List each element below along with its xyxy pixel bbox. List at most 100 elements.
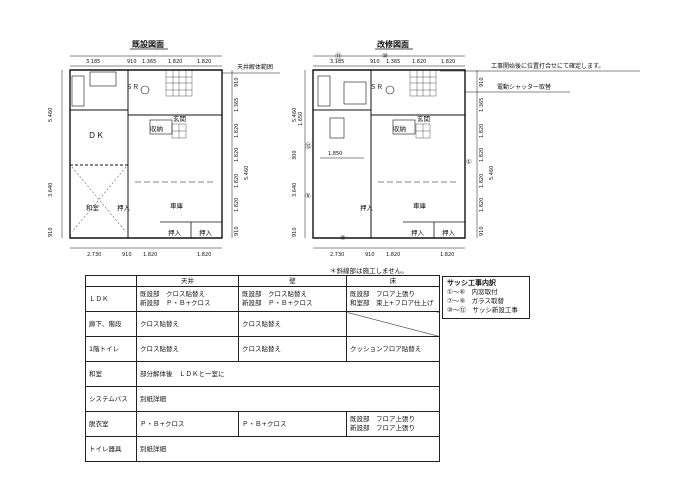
spec-row: 廊下、階段 クロス貼替え クロス貼替え (85, 311, 440, 337)
dim-top: 1.820 (441, 59, 455, 65)
hatch-note: ＊斜線部は施工しません。 (330, 267, 408, 275)
existing-title: 既設図面 (132, 39, 164, 49)
dim-left: 3.640 (292, 183, 298, 197)
dim-top: 3.185 (330, 59, 344, 65)
dim-left: 1.650 (298, 112, 304, 126)
room-oshiire-label: 押入 (360, 203, 374, 212)
existing-plan: 既設図面 3.185 910 1.365 1.820 1.820 ＳＲ 収納 玄… (48, 39, 280, 258)
dim-right: 1.820 (234, 148, 240, 162)
dim-right: 910 (479, 77, 485, 87)
spec-cell: クッションフロア貼替え (346, 336, 440, 362)
spec-cell: クロス貼替え (136, 336, 239, 362)
dim-bottom: 2.730 (87, 252, 101, 258)
spec-cell-span: 別紙詳細 (136, 386, 440, 412)
room-oshiire-label: 押入 (411, 228, 425, 237)
sash-title: サッシ工事内訳 (447, 279, 496, 287)
dim-right-total: 5.460 (244, 166, 250, 180)
room-storage-label: 収納 (393, 124, 406, 133)
dim-bottom: 1.820 (197, 252, 211, 258)
room-oshiire-label: 押入 (168, 228, 182, 237)
dim-left: 5.460 (292, 108, 298, 122)
dim-right: 1.820 (234, 124, 240, 138)
spec-header-row: 天井 壁 床 (85, 275, 440, 287)
room-storage-label: 収納 (150, 124, 163, 133)
dim-bottom: 910 (365, 252, 375, 258)
spec-header: 天井 (136, 275, 239, 287)
spec-row-label: 廊下、階段 (85, 311, 137, 337)
sash-line: ⑩～⑫ サッシ新設工事 (447, 306, 518, 314)
renovation-plan: 改修図面 3.185 910 1.365 1.820 1.820 ＳＲ 収納 玄… (292, 39, 640, 258)
dim-left: 3.640 (48, 183, 54, 197)
room-garage-label: 車庫 (170, 201, 184, 210)
spec-cell-span: 別紙詳細 (136, 436, 440, 462)
spec-cell: クロス貼替え (238, 311, 347, 337)
dim-right: 1.820 (479, 174, 485, 188)
dim-right: 910 (234, 77, 240, 87)
room-oshiire-label: 押入 (117, 203, 131, 212)
spec-cell: Ｐ・Ｂ+クロス (136, 411, 239, 437)
marker: ⑥ (340, 234, 346, 242)
room-bath-label: ＳＲ (370, 83, 383, 91)
spec-row: 和室 部分解体後 ＬＤＫと一室に (85, 361, 440, 387)
spec-row: 脱衣室 Ｐ・Ｂ+クロス Ｐ・Ｂ+クロス 既設部 フロア上張り 新設部 フロア上張… (85, 411, 440, 437)
spec-row-label: 1階トイレ (85, 336, 137, 362)
dim-inner: 1.850 (328, 151, 342, 157)
marker: ⑪ (335, 52, 342, 60)
dim-left: 300 (292, 150, 298, 160)
dim-bottom: 1.820 (143, 252, 157, 258)
dim-bottom: 1.820 (440, 252, 454, 258)
dim-right: 910 (479, 226, 485, 236)
spec-header: 壁 (238, 275, 347, 287)
dim-top: 1.365 (386, 59, 400, 65)
dim-top: 1.365 (142, 59, 156, 65)
dim-bottom: 1.820 (386, 252, 400, 258)
dim-left: 5.460 (48, 108, 54, 122)
dim-left: 910 (48, 227, 54, 237)
dim-bottom: 910 (122, 252, 132, 258)
renovation-title: 改修図面 (377, 39, 409, 49)
spec-cell: クロス貼替え (238, 336, 347, 362)
spec-row: ＬＤＫ 既設部 クロス貼替え 新設部 Ｐ・Ｂ+クロス 既設部 クロス貼替え 新設… (85, 286, 440, 312)
marker: ⑩ (382, 52, 388, 60)
spec-row-label: トイレ器具 (85, 436, 137, 462)
spec-row-label: 和室 (85, 361, 137, 387)
spec-cell-span: 部分解体後 ＬＤＫと一室に (136, 361, 440, 387)
spec-cell: 既設部 フロア上張り 新設部 フロア上張り (346, 411, 440, 437)
dim-right: 1.820 (479, 198, 485, 212)
spec-row-label: 脱衣室 (85, 411, 137, 437)
room-entrance-label: 玄関 (417, 114, 430, 123)
dim-right: 1.820 (479, 148, 485, 162)
dim-top: 1.820 (168, 59, 182, 65)
room-bath-label: ＳＲ (126, 83, 139, 91)
dim-top: 3.185 (86, 59, 100, 65)
dim-left: 910 (292, 227, 298, 237)
floor-plans: 既設図面 3.185 910 1.365 1.820 1.820 ＳＲ 収納 玄… (48, 39, 640, 258)
marker: ⑫ (305, 142, 312, 150)
dim-right: 1.365 (234, 98, 240, 112)
spec-row: トイレ器具 別紙詳細 (85, 436, 440, 462)
dim-right: 1.820 (234, 198, 240, 212)
dim-bottom: 2.730 (330, 252, 344, 258)
sash-line: ⑦～⑨ ガラス取替 (447, 297, 505, 305)
spec-cell: 既設部 フロア上張り 和室部 束上+フロア仕上げ (346, 286, 440, 312)
spec-row: 1階トイレ クロス貼替え クロス貼替え クッションフロア貼替え (85, 336, 440, 362)
dim-top: 910 (370, 59, 380, 65)
spec-cell: 既設部 クロス貼替え 新設部 Ｐ・Ｂ+クロス (136, 286, 239, 312)
sash-breakdown: サッシ工事内訳 ①～⑥ 内窓取付 ⑦～⑨ ガラス取替 ⑩～⑫ サッシ新設工事 (442, 276, 530, 319)
sash-line: ①～⑥ 内窓取付 (447, 288, 498, 296)
spec-row-label: システムバス (85, 386, 137, 412)
spec-header (85, 275, 137, 287)
dim-top: 1.820 (412, 59, 426, 65)
room-dk-label: ＤＫ (88, 131, 104, 140)
room-washitsu-label: 和室 (86, 203, 100, 212)
spec-row: システムバス 別紙詳細 (85, 386, 440, 412)
dim-top: 910 (127, 59, 137, 65)
room-oshiire-label: 押入 (442, 228, 456, 237)
dim-right: 1.365 (479, 98, 485, 112)
spec-cell: クロス貼替え (136, 311, 239, 337)
dim-top: 1.820 (197, 59, 211, 65)
marker: ① (466, 158, 472, 166)
room-garage-label: 車庫 (413, 201, 427, 210)
spec-cell: Ｐ・Ｂ+クロス (238, 411, 347, 437)
spec-table: 天井 壁 床 ＬＤＫ 既設部 クロス貼替え 新設部 Ｐ・Ｂ+クロス 既設部 クロ… (85, 275, 440, 462)
